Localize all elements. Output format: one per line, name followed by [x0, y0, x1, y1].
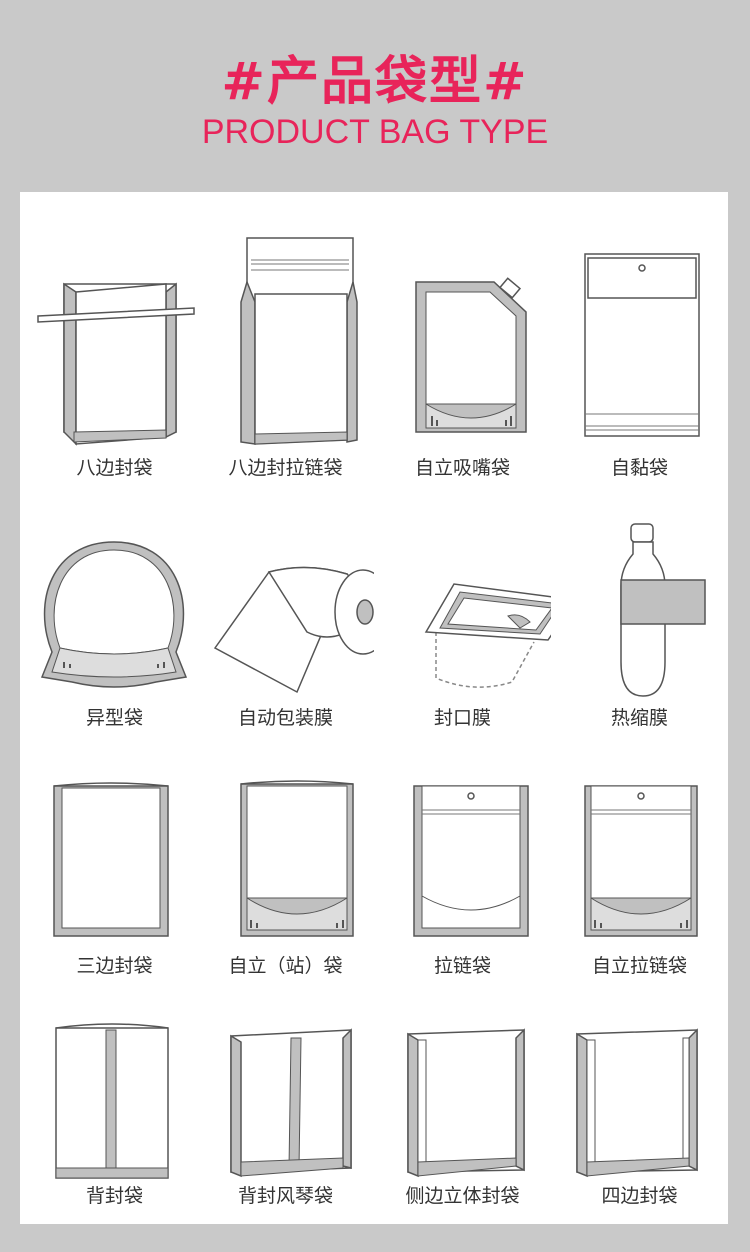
- shaped-bag-icon: [40, 541, 188, 688]
- self-adhesive-bag-icon: [584, 253, 700, 437]
- grid-item-stand-up-pouch: 自立（站）袋: [197, 730, 374, 977]
- item-label: 拉链袋: [433, 955, 491, 977]
- item-label: 自动包装膜: [237, 707, 333, 729]
- item-label: 自立吸嘴袋: [414, 457, 510, 479]
- item-label: 八边封袋: [76, 457, 153, 479]
- item-label: 自立拉链袋: [591, 955, 687, 977]
- item-label: 背封风琴袋: [237, 1185, 333, 1207]
- item-label: 三边封袋: [76, 955, 153, 977]
- back-seal-gusset-bag-icon: [230, 1028, 352, 1178]
- three-side-seal-bag-icon: [53, 782, 169, 937]
- product-grid-panel: 八边封袋 八边封拉链袋 自立吸嘴袋: [20, 192, 728, 1224]
- stand-up-pouch-icon: [240, 780, 354, 937]
- grid-item-eight-side-seal-bag: 八边封袋: [26, 232, 203, 479]
- packaging-film-roll-icon: [213, 566, 374, 694]
- item-label: 自立（站）袋: [228, 955, 343, 977]
- item-label: 自黏袋: [610, 457, 668, 479]
- back-seal-bag-icon: [55, 1023, 169, 1179]
- grid-item-shaped-bag: 异型袋: [26, 482, 203, 729]
- grid-item-packaging-film: 自动包装膜: [197, 482, 374, 729]
- grid-item-eight-side-zipper-bag: 八边封拉链袋: [197, 232, 374, 479]
- item-label: 四边封袋: [601, 1185, 678, 1207]
- grid-item-side-gusset-bag: 侧边立体封袋: [374, 990, 551, 1230]
- item-label: 八边封拉链袋: [228, 457, 343, 479]
- spout-pouch-icon: [415, 277, 527, 433]
- grid-item-self-adhesive-bag: 自黏袋: [551, 232, 728, 479]
- stand-up-zipper-pouch-icon: [584, 785, 698, 937]
- eight-side-seal-bag-icon: [37, 282, 195, 446]
- eight-side-zipper-bag-icon: [240, 237, 358, 445]
- item-label: 背封袋: [85, 1185, 143, 1207]
- grid-item-three-side-seal-bag: 三边封袋: [26, 730, 203, 977]
- item-label: 封口膜: [433, 707, 491, 729]
- page-subtitle: PRODUCT BAG TYPE: [201, 113, 549, 151]
- grid-item-back-seal-gusset-bag: 背封风琴袋: [197, 990, 374, 1230]
- grid-item-stand-up-zipper-pouch: 自立拉链袋: [551, 730, 728, 977]
- page-title: #产品袋型#: [221, 52, 529, 112]
- grid-item-back-seal-bag: 背封袋: [26, 990, 203, 1230]
- grid-item-sealing-film: 封口膜: [374, 482, 551, 729]
- header: #产品袋型# PRODUCT BAG TYPE: [0, 0, 750, 168]
- four-side-seal-bag-icon: [576, 1028, 698, 1178]
- grid-item-shrink-film: 热缩膜: [551, 482, 728, 729]
- sealing-film-icon: [424, 583, 551, 688]
- zipper-bag-icon: [413, 785, 529, 937]
- item-label: 侧边立体封袋: [405, 1185, 520, 1207]
- shrink-film-bottle-icon: [620, 523, 706, 697]
- grid-item-spout-pouch: 自立吸嘴袋: [374, 232, 551, 479]
- grid-item-four-side-seal-bag: 四边封袋: [551, 990, 728, 1230]
- grid-item-zipper-bag: 拉链袋: [374, 730, 551, 977]
- item-label: 异型袋: [85, 707, 143, 729]
- side-gusset-bag-icon: [407, 1028, 525, 1178]
- item-label: 热缩膜: [610, 707, 668, 729]
